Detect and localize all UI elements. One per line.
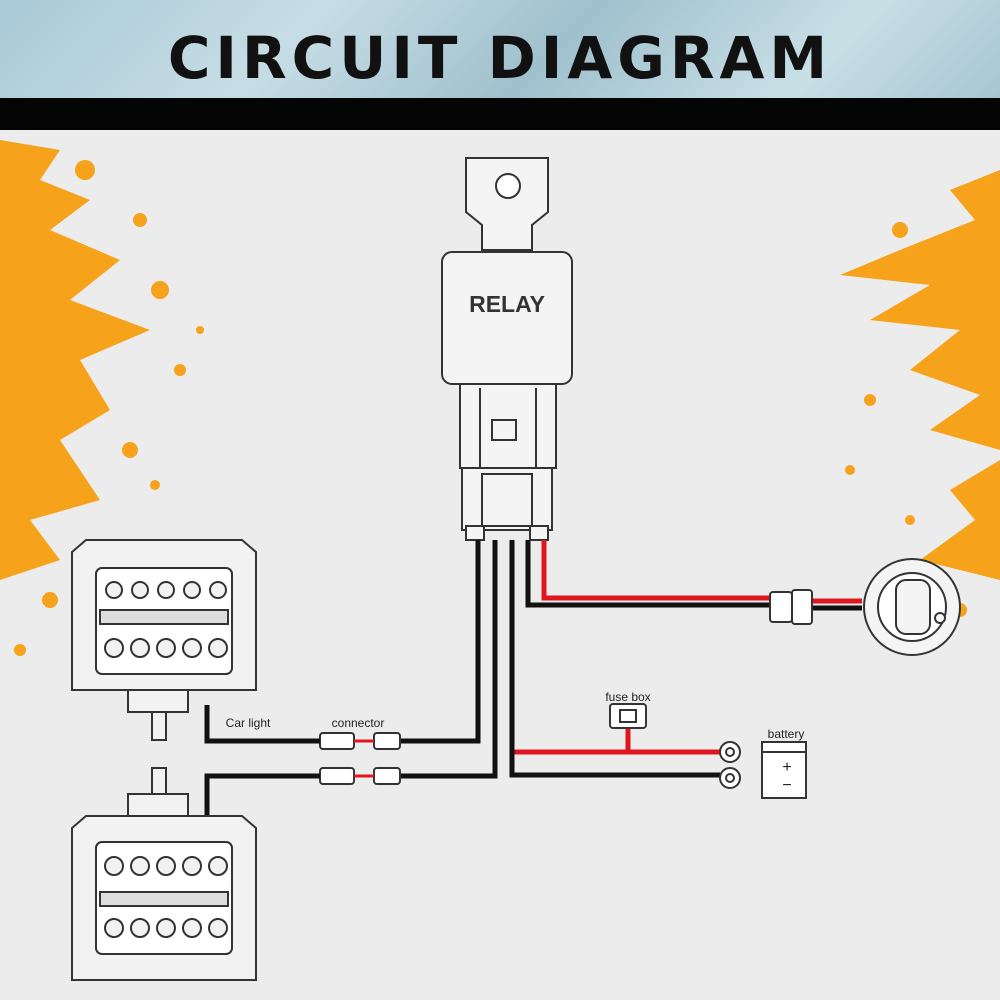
header-banner: CIRCUIT DIAGRAM — [0, 0, 1000, 100]
car-light-label: Car light — [226, 716, 271, 730]
circuit-diagram: RELAY connector Car light — [0, 140, 1000, 981]
relay: RELAY — [441, 157, 573, 541]
paint-splash-right — [840, 170, 1000, 617]
header-divider-bar — [0, 98, 1000, 130]
connector-label: connector — [332, 716, 385, 730]
battery-plus: + — [782, 759, 791, 776]
led-light-top — [71, 539, 257, 741]
battery-terminals — [719, 741, 741, 789]
battery — [761, 741, 807, 799]
switch-plug — [769, 589, 813, 625]
paint-splash-left — [0, 140, 204, 656]
fuse-box-label: fuse box — [605, 690, 650, 704]
led-light-bottom — [71, 767, 257, 981]
battery-minus: − — [782, 777, 791, 794]
rocker-switch — [863, 558, 961, 656]
page-title: CIRCUIT DIAGRAM — [167, 24, 833, 92]
connector-bottom — [319, 767, 401, 785]
fuse-box — [609, 703, 647, 729]
battery-label: battery — [768, 727, 805, 741]
connector-top — [319, 732, 401, 750]
light-wires — [204, 705, 320, 830]
wiring — [400, 540, 862, 779]
relay-label: RELAY — [469, 291, 545, 317]
